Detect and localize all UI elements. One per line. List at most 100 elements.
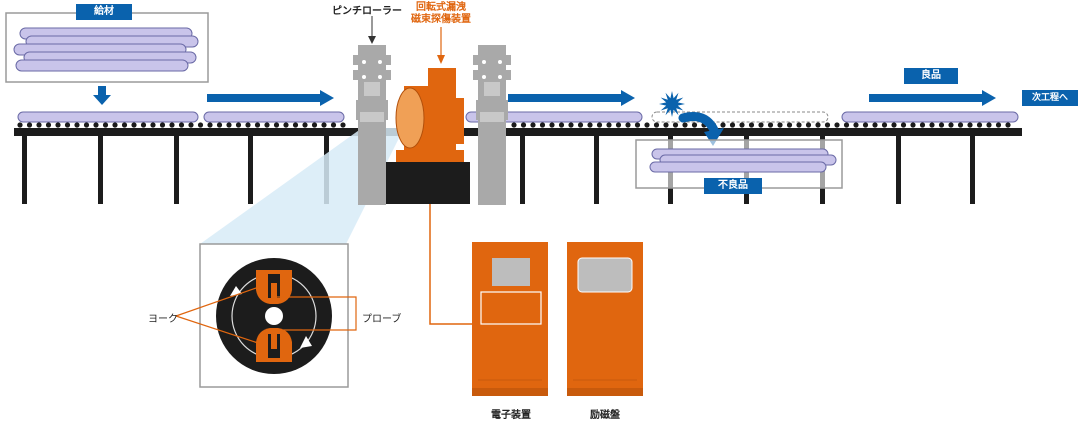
- roller-dot: [188, 122, 194, 128]
- pinch-roller-pointer: [368, 16, 376, 44]
- flow-arrow-1: [207, 90, 334, 106]
- roller-dot: [321, 122, 327, 128]
- defective-label: 不良品: [704, 178, 762, 194]
- roller-dot: [634, 122, 641, 128]
- roller-dot: [511, 122, 517, 128]
- roller-dot: [36, 122, 42, 128]
- roller-dot: [568, 122, 574, 128]
- roller-dot: [691, 122, 698, 128]
- roller-dot: [207, 122, 213, 128]
- roller-dot: [853, 122, 859, 128]
- roller-dot: [112, 122, 118, 128]
- flow-arrow-2: [508, 90, 635, 106]
- next-process-label: 次工程へ: [1022, 90, 1078, 106]
- roller-dot: [786, 122, 793, 128]
- roller-dot: [150, 122, 156, 128]
- roller-dot: [957, 122, 964, 128]
- roller-dot: [910, 122, 916, 128]
- roller-dot: [74, 122, 80, 128]
- roller-dot: [891, 122, 897, 128]
- roller-dot: [311, 122, 318, 128]
- roller-dot: [520, 122, 527, 128]
- roller-dot: [729, 122, 736, 128]
- conveyor-leg: [520, 134, 525, 204]
- cross-section-inset: [175, 243, 357, 388]
- roller-dot: [273, 122, 280, 128]
- roller-dot: [625, 122, 631, 128]
- detector-label: 回転式漏洩 磁束探傷装置: [400, 2, 482, 26]
- yoke-top: [256, 270, 292, 304]
- roller-dot: [197, 122, 204, 128]
- magnetizer-panel: [567, 242, 643, 396]
- roller-dot: [264, 122, 270, 128]
- roller-dot: [26, 122, 33, 128]
- roller-dot: [283, 122, 289, 128]
- roller-dot: [653, 122, 660, 128]
- roller-dot: [558, 122, 565, 128]
- roller-dot: [245, 122, 251, 128]
- roller-dot: [767, 122, 774, 128]
- roller-dot: [45, 122, 52, 128]
- feed-stock-box: [5, 12, 209, 83]
- roller-dot: [881, 122, 888, 128]
- roller-dot: [596, 122, 603, 128]
- reject-arrow: [678, 112, 724, 146]
- conveyor-frame: [14, 128, 1022, 204]
- roller-dot: [83, 122, 90, 128]
- roller-dot: [55, 122, 61, 128]
- feed-down-arrow: [93, 86, 111, 105]
- roller-dot: [254, 122, 261, 128]
- roller-dot: [644, 122, 650, 128]
- roller-dot: [330, 122, 337, 128]
- conveyor-rollers: [17, 122, 1011, 128]
- roller-dot: [577, 122, 584, 128]
- roller-dot: [159, 122, 166, 128]
- detector-label-line1: 回転式漏洩: [416, 2, 466, 13]
- yoke-bottom: [256, 328, 292, 362]
- roller-dot: [682, 122, 688, 128]
- roller-dot: [615, 122, 622, 128]
- flow-arrow-3: [869, 90, 996, 106]
- good-label: 良品: [904, 68, 958, 84]
- conveyor-leg: [22, 134, 27, 204]
- roller-dot: [919, 122, 926, 128]
- roller-dot: [93, 122, 99, 128]
- roller-dot: [539, 122, 546, 128]
- roller-dot: [796, 122, 802, 128]
- yoke-label: ヨーク: [148, 314, 178, 325]
- detector-pointer: [437, 27, 445, 64]
- roller-dot: [929, 122, 935, 128]
- rotary-flux-leakage-detector: [386, 68, 470, 204]
- roller-dot: [672, 122, 679, 128]
- roller-dot: [900, 122, 907, 128]
- roller-dot: [938, 122, 945, 128]
- roller-dot: [530, 122, 536, 128]
- electronics-label: 電子装置: [491, 410, 531, 421]
- roller-dot: [606, 122, 612, 128]
- roller-dot: [549, 122, 555, 128]
- pinch-roller-right: [473, 45, 511, 205]
- roller-dot: [843, 122, 850, 128]
- roller-dot: [131, 122, 137, 128]
- roller-dot: [64, 122, 71, 128]
- signal-cable: [429, 204, 478, 325]
- conveyor-pipes: [17, 111, 1019, 123]
- roller-dot: [178, 122, 185, 128]
- feed-label: 給材: [76, 4, 132, 20]
- magnetizer-label: 励磁盤: [590, 410, 620, 421]
- conveyor-leg: [248, 134, 253, 204]
- roller-dot: [102, 122, 109, 128]
- probe-label: プローブ: [362, 314, 402, 325]
- pinch-roller-label: ピンチローラー: [332, 6, 402, 17]
- conveyor-leg: [896, 134, 901, 204]
- conveyor-leg: [970, 134, 975, 204]
- roller-dot: [235, 122, 242, 128]
- conveyor-leg: [594, 134, 599, 204]
- roller-dot: [758, 122, 764, 128]
- roller-dot: [834, 122, 840, 128]
- roller-dot: [862, 122, 869, 128]
- conveyor-leg: [174, 134, 179, 204]
- roller-dot: [967, 122, 973, 128]
- conveyor-leg: [98, 134, 103, 204]
- roller-dot: [824, 122, 831, 128]
